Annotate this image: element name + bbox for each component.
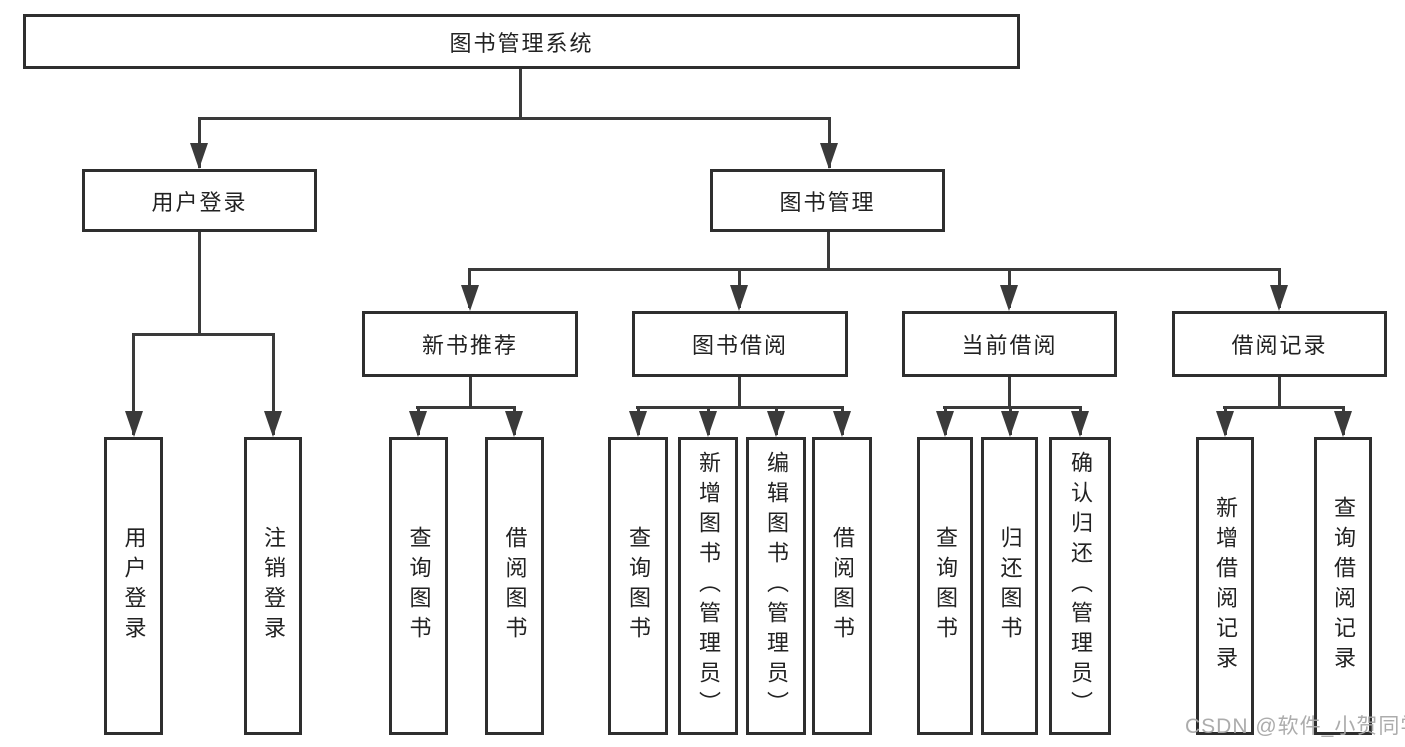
node-label: 新增借阅记录: [1213, 496, 1238, 676]
node-label: 图书借阅: [691, 333, 788, 358]
node-label: 查询借阅记录: [1331, 496, 1356, 676]
node-label: 查询图书: [626, 526, 651, 646]
arrow-down-icon: [936, 411, 954, 437]
node-label: 借阅图书: [502, 526, 528, 646]
node-borrow-books: 借阅图书: [812, 437, 872, 735]
node-label: 图书管理: [779, 189, 876, 215]
node-label: 借阅图书: [830, 526, 855, 646]
node-user-login-leaf: 用户登录: [104, 437, 163, 735]
node-label: 图书管理系统: [449, 30, 594, 56]
connector-vline: [519, 69, 522, 118]
node-query-borrow-record: 查询借阅记录: [1314, 437, 1372, 735]
arrow-down-icon: [461, 285, 479, 311]
connector-hline: [198, 117, 831, 120]
node-query-books: 查询图书: [917, 437, 973, 735]
arrow-down-icon: [1001, 411, 1019, 437]
arrow-down-icon: [264, 411, 282, 437]
arrow-down-icon: [1270, 285, 1288, 311]
arrow-down-icon: [1334, 411, 1352, 437]
node-label: 新书推荐: [421, 333, 518, 358]
node-query-books: 查询图书: [389, 437, 448, 735]
arrow-down-icon: [505, 411, 523, 437]
connector-hline: [636, 406, 844, 409]
node-book-borrow: 图书借阅: [632, 311, 848, 377]
node-label: 查询图书: [933, 526, 958, 646]
node-library-system: 图书管理系统: [23, 14, 1020, 69]
node-return-book: 归还图书: [981, 437, 1038, 735]
node-borrow-records: 借阅记录: [1172, 311, 1387, 377]
connector-vline: [827, 232, 830, 270]
node-label: 当前借阅: [961, 333, 1058, 358]
arrow-down-icon: [1071, 411, 1089, 437]
connector-hline: [943, 406, 1082, 409]
connector-hline: [1223, 406, 1345, 409]
node-borrow-books: 借阅图书: [485, 437, 544, 735]
node-label: 用户登录: [151, 189, 248, 215]
node-current-borrow: 当前借阅: [902, 311, 1117, 377]
connector-vline: [828, 117, 831, 168]
watermark: CSDN @软件_小贺同学: [1185, 715, 1405, 738]
node-label: 确认归还（管理员）: [1068, 451, 1093, 721]
node-label: 借阅记录: [1231, 333, 1328, 358]
arrow-down-icon: [699, 411, 717, 437]
arrow-down-icon: [125, 411, 143, 437]
node-book-management: 图书管理: [710, 169, 945, 232]
arrow-down-icon: [1000, 285, 1018, 311]
arrow-down-icon: [730, 285, 748, 311]
connector-vline: [132, 333, 135, 435]
arrow-down-icon: [409, 411, 427, 437]
node-query-books: 查询图书: [608, 437, 668, 735]
arrow-down-icon: [1216, 411, 1234, 437]
node-label: 用户登录: [121, 526, 147, 646]
node-label: 查询图书: [406, 526, 432, 646]
connector-vline: [1008, 377, 1011, 408]
arrow-down-icon: [190, 143, 208, 169]
arrow-down-icon: [767, 411, 785, 437]
node-new-book-recommend: 新书推荐: [362, 311, 578, 377]
node-user-login: 用户登录: [82, 169, 317, 232]
connector-vline: [198, 117, 201, 168]
arrow-down-icon: [629, 411, 647, 437]
node-label: 新增图书（管理员）: [696, 451, 721, 721]
connector-vline: [1278, 377, 1281, 408]
node-edit-book-admin: 编辑图书（管理员）: [746, 437, 806, 735]
connector-hline: [416, 406, 516, 409]
connector-hline: [468, 268, 1281, 271]
node-label: 编辑图书（管理员）: [764, 451, 789, 721]
connector-hline: [132, 333, 275, 336]
connector-vline: [198, 232, 201, 335]
connector-vline: [738, 377, 741, 408]
node-label: 归还图书: [997, 526, 1023, 646]
connector-vline: [272, 333, 275, 435]
node-label: 注销登录: [261, 526, 286, 646]
node-logout-leaf: 注销登录: [244, 437, 302, 735]
connector-vline: [469, 377, 472, 408]
arrow-down-icon: [833, 411, 851, 437]
node-add-book-admin: 新增图书（管理员）: [678, 437, 738, 735]
arrow-down-icon: [820, 143, 838, 169]
node-add-borrow-record: 新增借阅记录: [1196, 437, 1254, 735]
node-confirm-return-admin: 确认归还（管理员）: [1049, 437, 1111, 735]
